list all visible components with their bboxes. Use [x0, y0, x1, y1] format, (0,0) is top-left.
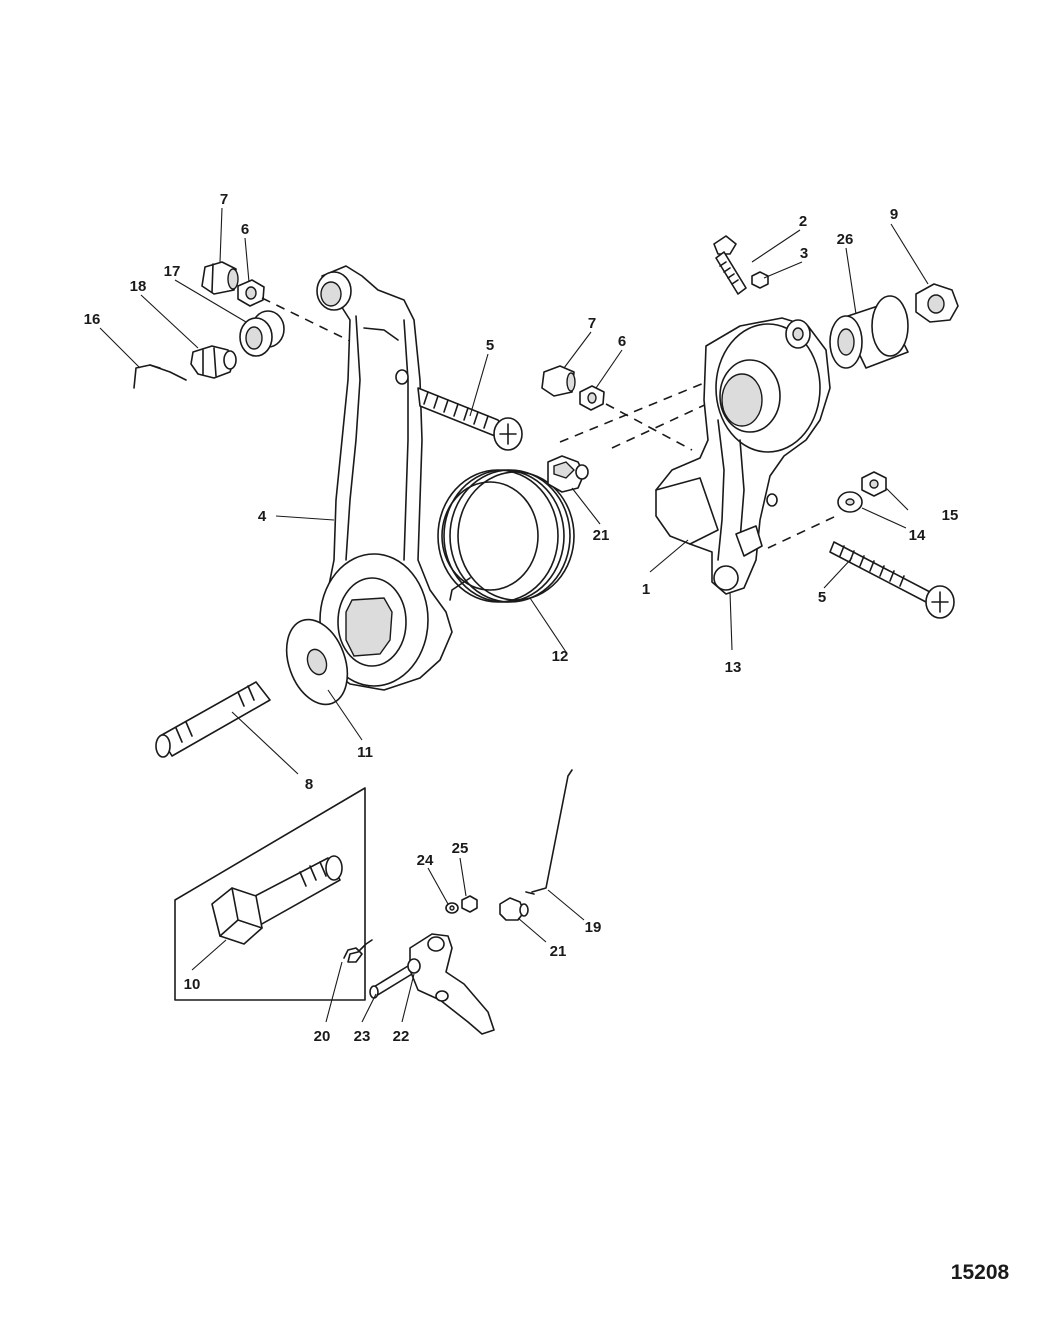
part-24-washer-small	[445, 902, 459, 914]
part-21-clip-lower	[499, 897, 529, 921]
callout-9: 9	[890, 206, 898, 223]
callout-21-upper: 21	[593, 527, 610, 544]
part-4-lever-arm	[316, 265, 453, 691]
callout-6-top-left: 6	[241, 221, 249, 238]
callout-4: 4	[258, 508, 267, 525]
assembly-line-right-washer	[767, 515, 837, 549]
part-22-bellcrank	[407, 933, 495, 1035]
callout-17: 17	[164, 263, 181, 280]
callout-16: 16	[84, 311, 101, 328]
part-18-connector	[190, 345, 237, 379]
part-6-nut-right	[579, 385, 605, 411]
part-26-flanged-bushing	[829, 295, 909, 369]
callout-5-lower: 5	[818, 589, 826, 606]
callout-10: 10	[184, 976, 201, 993]
callout-6-right: 6	[618, 333, 626, 350]
callout-15: 15	[942, 507, 959, 524]
callout-3: 3	[800, 245, 808, 262]
part-10-inset-box	[174, 787, 366, 1001]
callout-21-lower: 21	[550, 943, 567, 960]
leader-lines	[99, 207, 929, 1023]
part-11-washer	[285, 618, 349, 706]
part-25-nut-small	[461, 895, 478, 913]
part-8-stud	[155, 681, 271, 758]
part-1-control-housing	[655, 317, 831, 595]
part-5-screw-lower	[829, 541, 955, 619]
part-16-wire-clip	[133, 364, 187, 389]
callout-23: 23	[354, 1028, 371, 1045]
callout-7-right: 7	[588, 315, 596, 332]
part-7-cap-left	[201, 261, 239, 295]
callout-11: 11	[357, 744, 373, 761]
callout-7-top-left: 7	[220, 191, 228, 208]
part-9-nut	[915, 283, 959, 323]
callout-2: 2	[799, 213, 807, 230]
callout-22: 22	[393, 1028, 410, 1045]
callout-19: 19	[585, 919, 602, 936]
part-21-clip-upper	[547, 455, 589, 493]
part-12-coil-spring	[437, 469, 575, 603]
callout-24: 24	[417, 852, 434, 869]
part-6-nut-left	[237, 279, 265, 307]
callout-20: 20	[314, 1028, 331, 1045]
part-5-screw-upper	[417, 387, 523, 451]
part-7-cap-right	[541, 365, 576, 397]
callout-26: 26	[837, 231, 854, 248]
callout-5-upper: 5	[486, 337, 494, 354]
part-14-washer	[837, 491, 863, 513]
callout-1: 1	[642, 581, 650, 598]
part-3-nut	[751, 271, 769, 289]
part-15-nut	[861, 471, 887, 497]
part-23-pin	[369, 965, 413, 999]
assembly-line-right-upper	[605, 403, 693, 451]
part-20-spring	[343, 939, 373, 963]
callout-12: 12	[552, 648, 569, 665]
callout-18: 18	[130, 278, 147, 295]
part-19-link-rod	[525, 769, 573, 895]
callout-13: 13	[725, 659, 742, 676]
part-17-bushing	[239, 310, 285, 357]
callout-8: 8	[305, 776, 313, 793]
callout-25: 25	[452, 840, 469, 857]
assembly-line-right-middle	[559, 373, 727, 443]
callout-14: 14	[909, 527, 926, 544]
figure-number: 15208	[951, 1261, 1010, 1284]
part-2-bolt	[713, 235, 747, 295]
assembly-line-top-left	[261, 297, 353, 343]
